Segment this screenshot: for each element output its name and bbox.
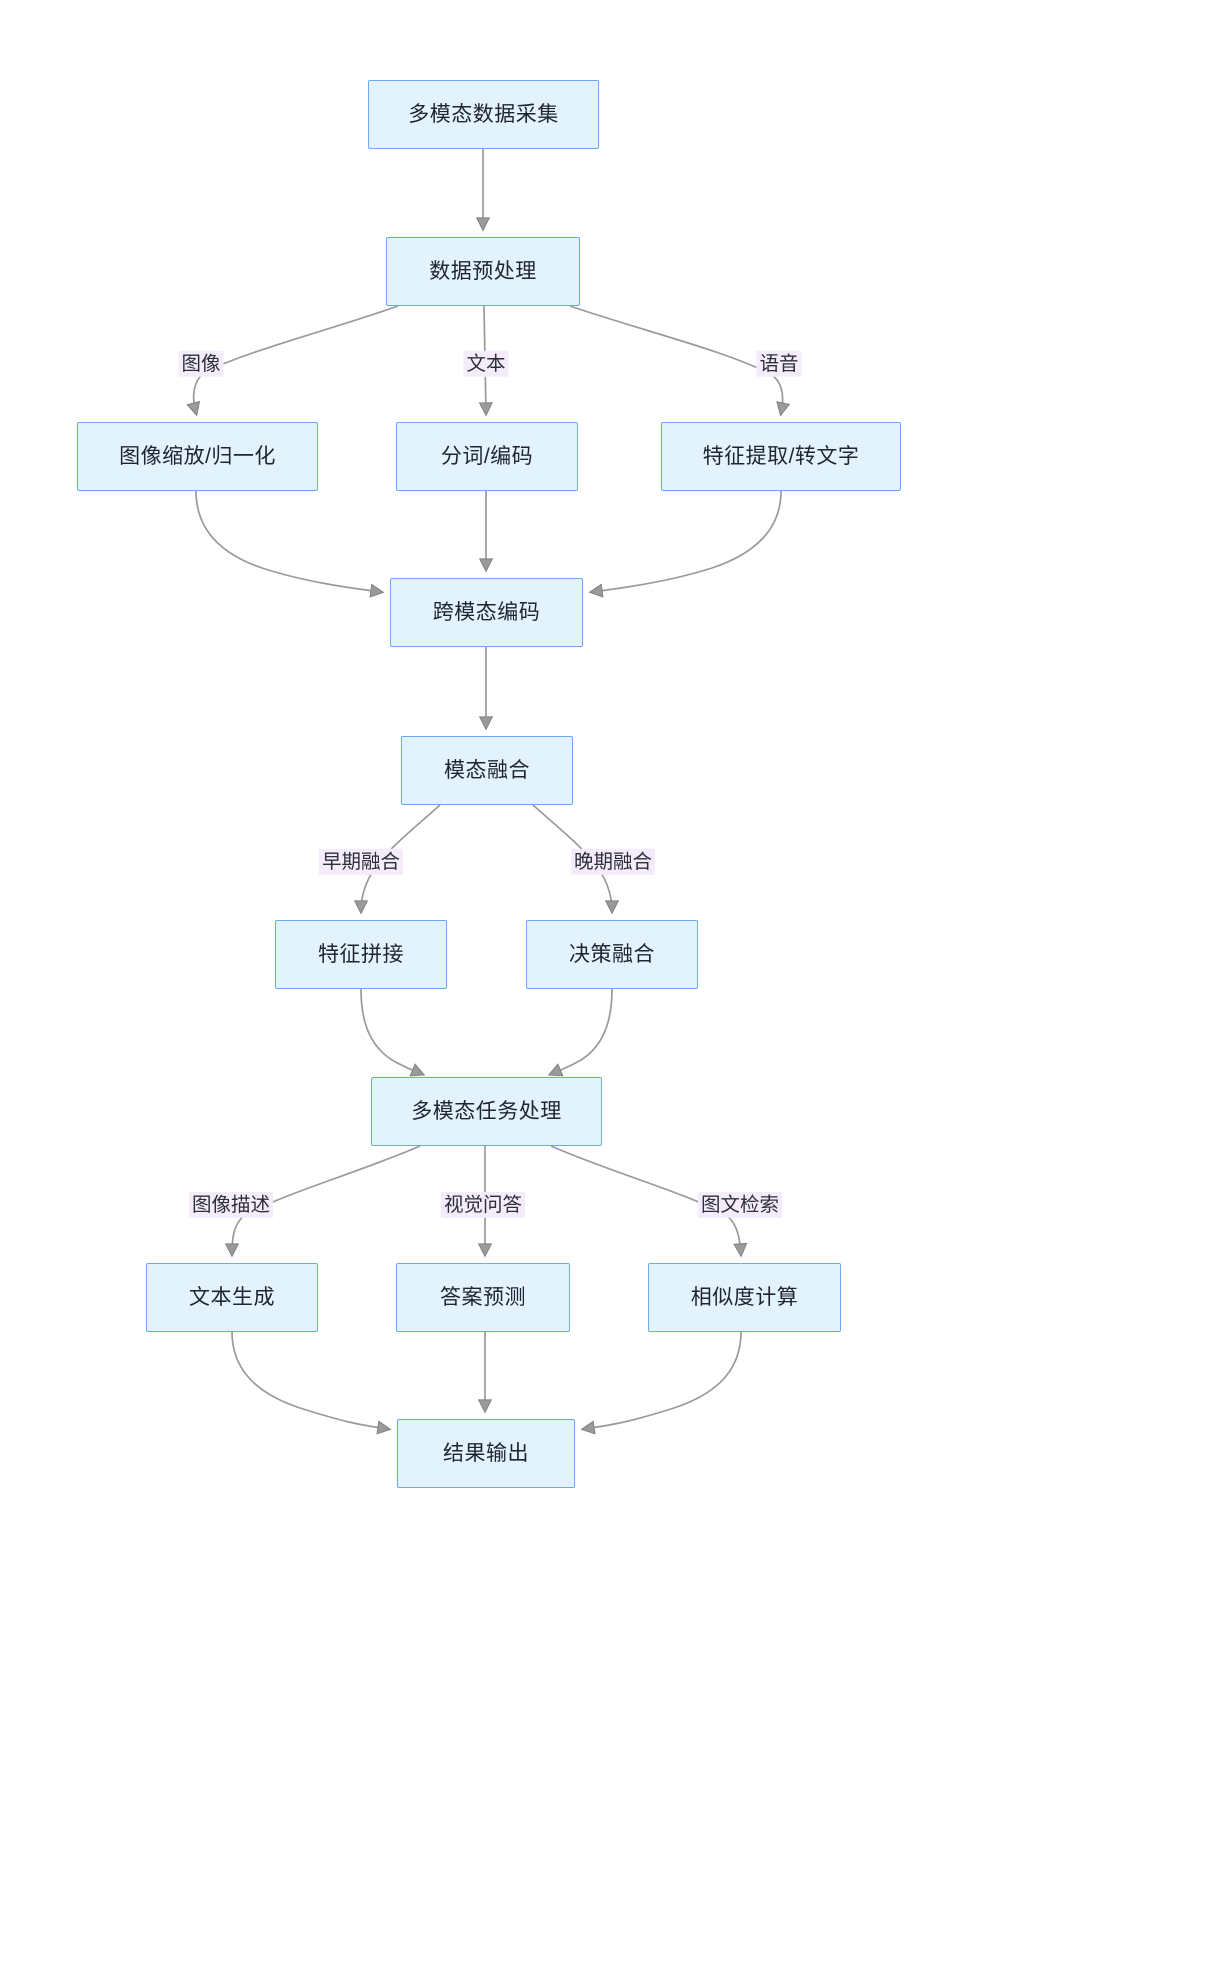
edge-preprocess-to-audio bbox=[569, 305, 791, 417]
node-label: 图像缩放/归一化 bbox=[119, 444, 276, 468]
edge-concat-to-task bbox=[360, 988, 426, 1077]
node-label: 分词/编码 bbox=[440, 444, 534, 468]
edge-label-early-fusion: 早期融合 bbox=[318, 848, 404, 876]
node-crossmodal-encoding[interactable]: 跨模态编码 bbox=[390, 578, 583, 647]
node-label: 多模态任务处理 bbox=[411, 1099, 562, 1123]
edge-label-image-text-retrieval: 图文检索 bbox=[697, 1191, 783, 1219]
node-label: 相似度计算 bbox=[690, 1285, 799, 1309]
node-text-generation[interactable]: 文本生成 bbox=[146, 1263, 318, 1332]
edge-label-visual-qa: 视觉问答 bbox=[440, 1191, 526, 1219]
node-feature-extract-speech-to-text[interactable]: 特征提取/转文字 bbox=[661, 422, 901, 491]
node-feature-concatenation[interactable]: 特征拼接 bbox=[275, 920, 447, 989]
node-image-resize-normalize[interactable]: 图像缩放/归一化 bbox=[77, 422, 318, 491]
node-label: 数据预处理 bbox=[429, 259, 537, 283]
edge-preprocess-to-image bbox=[186, 305, 399, 417]
node-tokenize-encode[interactable]: 分词/编码 bbox=[396, 422, 578, 491]
node-label: 结果输出 bbox=[443, 1441, 529, 1465]
node-label: 多模态数据采集 bbox=[408, 102, 559, 126]
node-label: 跨模态编码 bbox=[432, 600, 541, 624]
node-label: 答案预测 bbox=[440, 1285, 526, 1309]
node-similarity-computation[interactable]: 相似度计算 bbox=[648, 1263, 841, 1332]
node-modality-fusion[interactable]: 模态融合 bbox=[401, 736, 573, 805]
node-result-output[interactable]: 结果输出 bbox=[397, 1419, 575, 1488]
node-data-preprocessing[interactable]: 数据预处理 bbox=[386, 237, 580, 306]
edge-label-late-fusion: 晚期融合 bbox=[570, 848, 656, 876]
edge-similarity-to-output bbox=[580, 1331, 742, 1435]
edge-label-speech: 语音 bbox=[756, 350, 802, 378]
edge-textgen-to-output bbox=[231, 1331, 392, 1435]
edge-image-to-crossmodal bbox=[195, 490, 385, 598]
node-answer-prediction[interactable]: 答案预测 bbox=[396, 1263, 570, 1332]
edge-label-image-captioning: 图像描述 bbox=[188, 1191, 274, 1219]
node-multimodal-task-processing[interactable]: 多模态任务处理 bbox=[371, 1077, 602, 1146]
edge-label-image: 图像 bbox=[178, 350, 224, 378]
node-label: 决策融合 bbox=[569, 942, 655, 966]
node-decision-fusion[interactable]: 决策融合 bbox=[526, 920, 698, 989]
edge-decision-to-task bbox=[547, 988, 613, 1077]
node-label: 特征拼接 bbox=[318, 942, 404, 966]
node-label: 文本生成 bbox=[189, 1285, 275, 1309]
edge-label-text: 文本 bbox=[463, 350, 509, 378]
node-label: 特征提取/转文字 bbox=[702, 444, 860, 468]
node-label: 模态融合 bbox=[444, 758, 530, 782]
edge-audio-to-crossmodal bbox=[588, 490, 782, 598]
node-multimodal-data-collection[interactable]: 多模态数据采集 bbox=[368, 80, 599, 149]
